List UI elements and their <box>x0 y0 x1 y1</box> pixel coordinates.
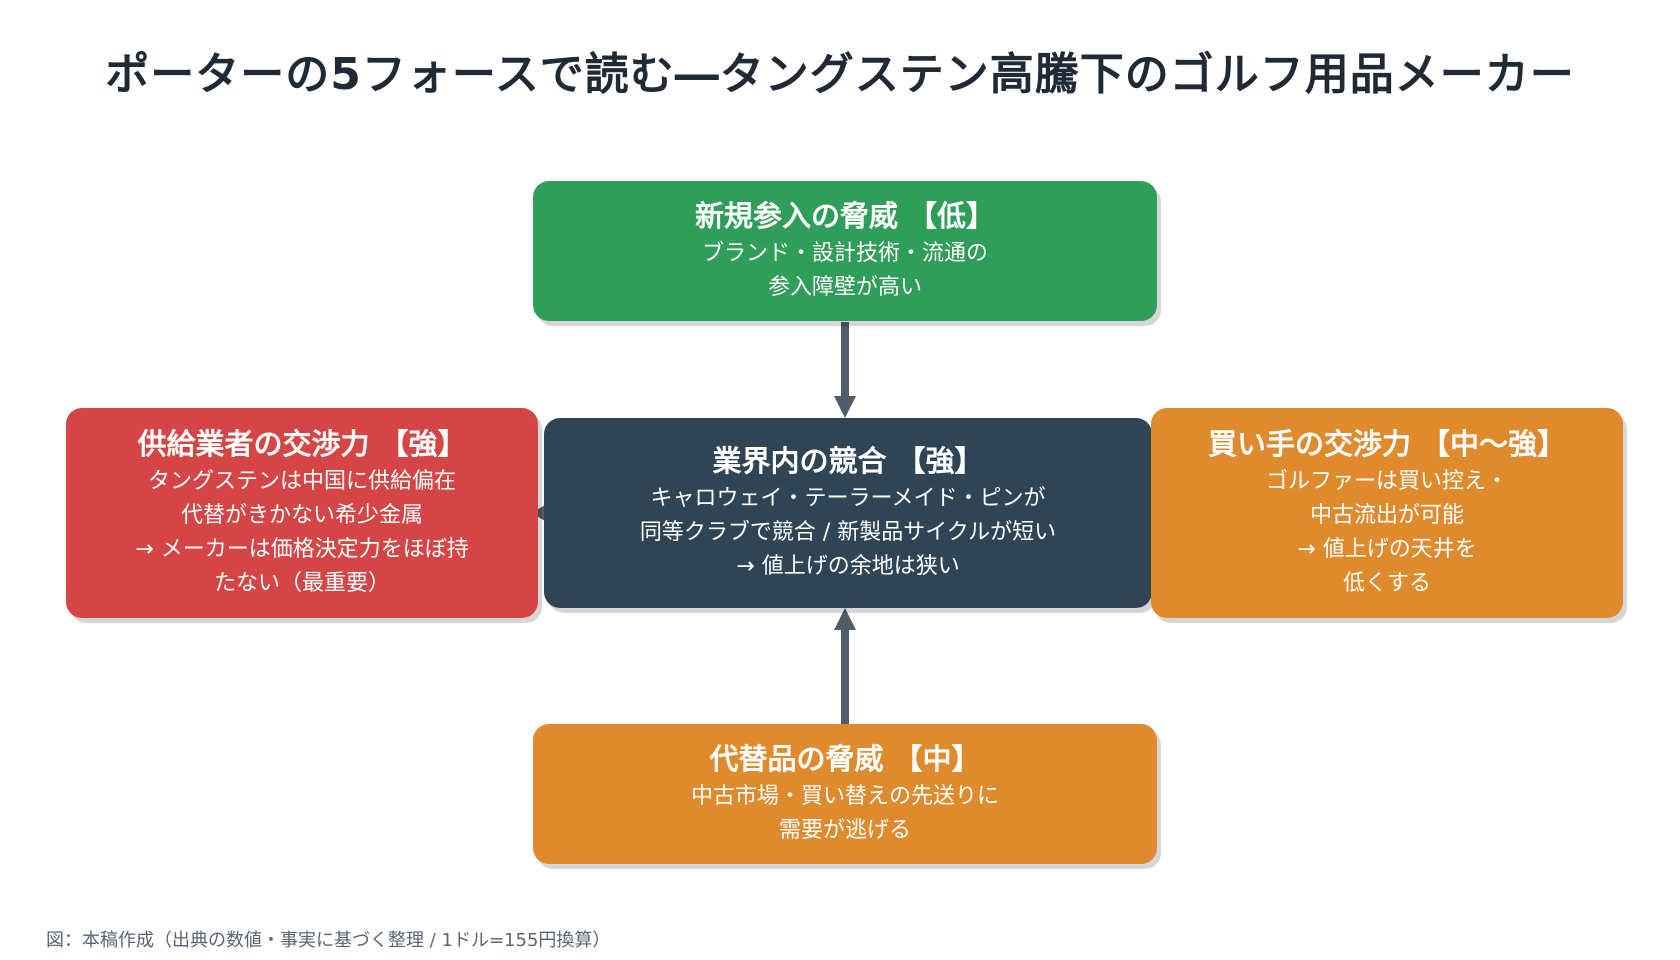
body-line: ブランド・設計技術・流通の <box>701 241 988 266</box>
arrowhead-down <box>834 396 856 418</box>
force-new-entrants: 新規参入の脅威 【低】 ブランド・設計技術・流通の参入障壁が高い <box>533 181 1157 321</box>
diagram-title: ポーターの5フォースで読む―タングステン高騰下のゴルフ用品メーカー <box>105 49 1575 100</box>
body-line: 同等クラブで競合 / 新製品サイクルが短い <box>639 520 1057 545</box>
force-buyer-power-title: 買い手の交渉力 【中〜強】 <box>1207 427 1567 461</box>
force-buyer-power-body: ゴルファーは買い控え・中古流出が可能 → 値上げの天井を低くする <box>1266 465 1508 601</box>
force-substitutes-body: 中古市場・買い替えの先送りに需要が逃げる <box>691 780 999 848</box>
body-line: 中古市場・買い替えの先送りに <box>690 784 999 809</box>
force-new-entrants-body: ブランド・設計技術・流通の参入障壁が高い <box>702 237 988 305</box>
force-supplier-power-title: 供給業者の交渉力 【強】 <box>137 427 467 461</box>
body-line: キャロウェイ・テーラーメイド・ピンが <box>650 486 1046 511</box>
force-supplier-power-body: タングステンは中国に供給偏在代替がきかない希少金属 → メーカーは価格決定力をほぼ… <box>135 465 468 601</box>
body-line: 需要が逃げる <box>778 818 911 843</box>
body-line: たない（最重要） <box>213 571 390 596</box>
body-line: → メーカーは価格決定力をほぼ持 <box>135 537 469 562</box>
force-substitutes-title: 代替品の脅威 【中】 <box>709 742 981 776</box>
force-new-entrants-title: 新規参入の脅威 【低】 <box>694 199 996 233</box>
body-line: 中古流出が可能 <box>1309 503 1464 528</box>
arrowhead-up <box>834 608 856 630</box>
force-supplier-power: 供給業者の交渉力 【強】 タングステンは中国に供給偏在代替がきかない希少金属 → … <box>66 408 538 618</box>
force-industry-rivalry-title: 業界内の競合 【強】 <box>712 444 984 478</box>
force-buyer-power: 買い手の交渉力 【中〜強】 ゴルファーは買い控え・中古流出が可能 → 値上げの天井… <box>1151 408 1623 618</box>
body-line: 参入障壁が高い <box>767 275 922 300</box>
force-industry-rivalry-body: キャロウェイ・テーラーメイド・ピンが同等クラブで競合 / 新製品サイクルが短い →… <box>640 482 1056 584</box>
body-line: タングステンは中国に供給偏在 <box>147 469 456 494</box>
force-substitutes: 代替品の脅威 【中】 中古市場・買い替えの先送りに需要が逃げる <box>533 724 1157 864</box>
body-line: 代替がきかない希少金属 <box>180 503 423 528</box>
body-line: 低くする <box>1342 571 1431 596</box>
body-line: → 値上げの天井を <box>1297 537 1477 562</box>
footnote: 図：本稿作成（出典の数値・事実に基づく整理 / 1ドル=155円換算） <box>46 930 611 951</box>
body-line: ゴルファーは買い控え・ <box>1265 469 1508 494</box>
body-line: → 値上げの余地は狭い <box>736 554 960 579</box>
force-industry-rivalry: 業界内の競合 【強】 キャロウェイ・テーラーメイド・ピンが同等クラブで競合 / … <box>544 418 1152 608</box>
